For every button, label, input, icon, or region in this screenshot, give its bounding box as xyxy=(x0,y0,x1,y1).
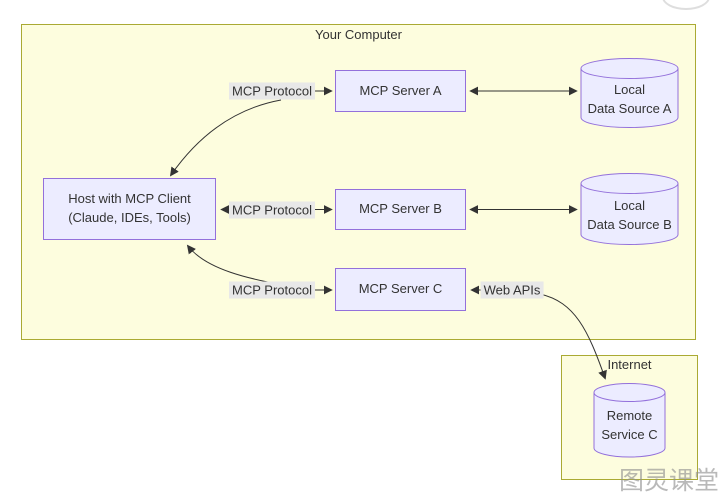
database-cylinder-icon xyxy=(593,383,666,458)
node-mcp-server-b: MCP Server B xyxy=(335,189,466,230)
remote-c-line1: Remote xyxy=(606,408,653,424)
edge-web-apis-to-remote-service xyxy=(539,293,607,380)
watermark: 图灵课堂 xyxy=(619,467,720,495)
data-a-line2: Data Source A xyxy=(587,101,672,116)
database-cylinder-icon xyxy=(580,173,679,245)
edge-label-mcp-protocol-a: MCP Protocol xyxy=(229,82,315,100)
cluster-label-your-computer: Your Computer xyxy=(315,27,402,42)
node-server-a-label: MCP Server A xyxy=(359,82,442,98)
edge-protocol-a-to-host xyxy=(169,99,282,177)
data-b-line2: Data Source B xyxy=(587,217,672,232)
database-cylinder-icon xyxy=(580,58,679,128)
node-mcp-server-a: MCP Server A xyxy=(335,70,466,112)
node-server-c-label: MCP Server C xyxy=(358,281,443,297)
node-server-b-label: MCP Server B xyxy=(359,201,442,217)
node-mcp-server-c: MCP Server C xyxy=(335,268,466,311)
node-remote-service-c: Remote Service C xyxy=(593,383,666,458)
data-a-line1: Local xyxy=(613,82,646,98)
edge-label-web-apis: Web APIs xyxy=(480,281,544,299)
edge-label-mcp-protocol-c: MCP Protocol xyxy=(229,281,315,299)
node-local-data-source-a: Local Data Source A xyxy=(580,58,679,128)
node-host-with-mcp-client: Host with MCP Client (Claude, IDEs, Tool… xyxy=(43,178,216,240)
remote-c-line2: Service C xyxy=(601,427,658,442)
node-host-line1: Host with MCP Client xyxy=(68,191,191,207)
data-b-line1: Local xyxy=(613,198,646,214)
node-local-data-source-b: Local Data Source B xyxy=(580,173,679,245)
node-host-line2: (Claude, IDEs, Tools) xyxy=(68,210,191,225)
edge-label-mcp-protocol-b: MCP Protocol xyxy=(229,201,315,219)
cluster-label-internet: Internet xyxy=(607,357,652,372)
